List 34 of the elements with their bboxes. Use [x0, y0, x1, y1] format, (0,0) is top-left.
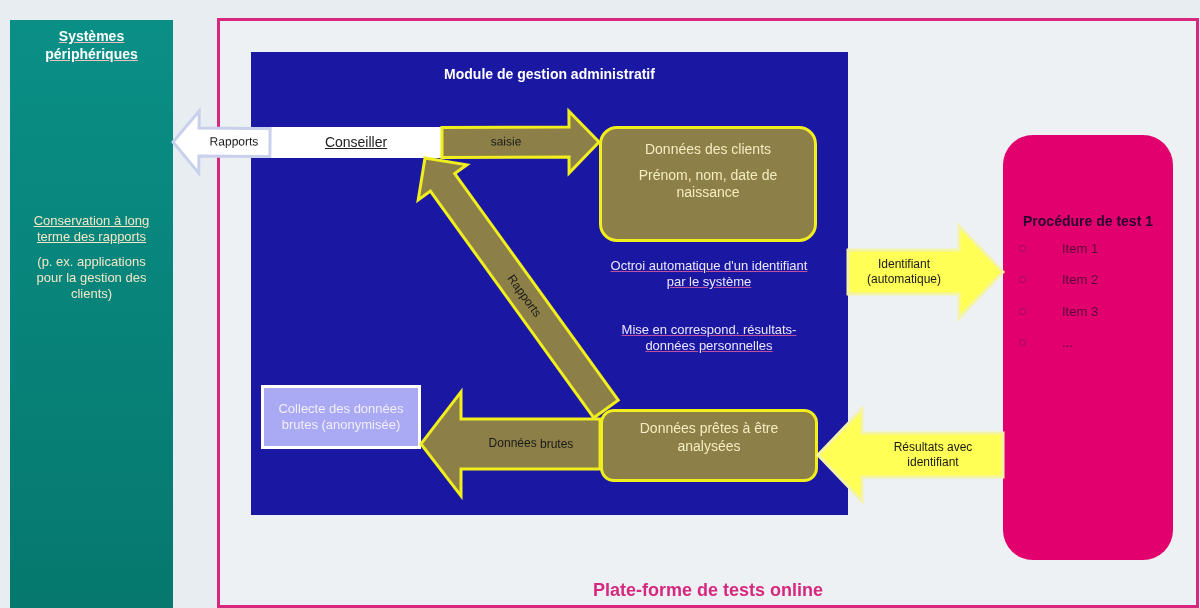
block-arrow	[440, 107, 602, 177]
edge-label: saisie	[489, 134, 522, 150]
procedure-card	[1003, 135, 1173, 560]
list-item: Item 1	[1062, 239, 1099, 258]
block-arrow	[416, 156, 621, 420]
process-box	[599, 126, 817, 242]
block-arrow	[846, 222, 1006, 322]
side-panel	[10, 20, 173, 608]
list-item: Item 2	[1062, 271, 1099, 289]
block-arrow	[419, 387, 602, 501]
edge-label: Identifiant (automatique)	[865, 256, 942, 287]
note-text: Octroi automatique d'un identifiant par le système	[609, 258, 809, 291]
node-text: Données prêtes à être analysées	[638, 420, 780, 455]
list-item: Item 3	[1062, 302, 1099, 321]
node-description: (p. ex. applications pour la gestion des clients)	[35, 253, 148, 303]
panel-title: Plate-forme de tests online	[591, 579, 825, 602]
node-text: Collecte des données brutes (anonymisée)	[277, 400, 405, 434]
node-description: Prénom, nom, date de naissance	[637, 166, 779, 202]
note-text: Mise en correspond. résultats-données personnelles	[620, 322, 798, 355]
panel-title: Module de gestion administratif	[443, 65, 656, 84]
block-arrow	[815, 405, 1005, 505]
process-box	[600, 409, 818, 482]
node-text: Procédure de test 1	[1023, 213, 1153, 231]
edge-label: Résultats avec identifiant	[892, 440, 973, 470]
edge-label: Données brutes	[487, 436, 574, 452]
node-text: Données des clients	[644, 141, 772, 159]
block-arrow	[171, 107, 272, 178]
node-description: Conservation à long terme des rapports	[32, 213, 151, 246]
list-item: ...	[1062, 334, 1073, 352]
node-text: Conseiller	[324, 133, 388, 152]
edge-label: Rapports	[209, 134, 260, 150]
process-box	[261, 385, 421, 449]
node-text: Systèmes périphériques	[44, 28, 139, 63]
process-box	[270, 127, 442, 158]
